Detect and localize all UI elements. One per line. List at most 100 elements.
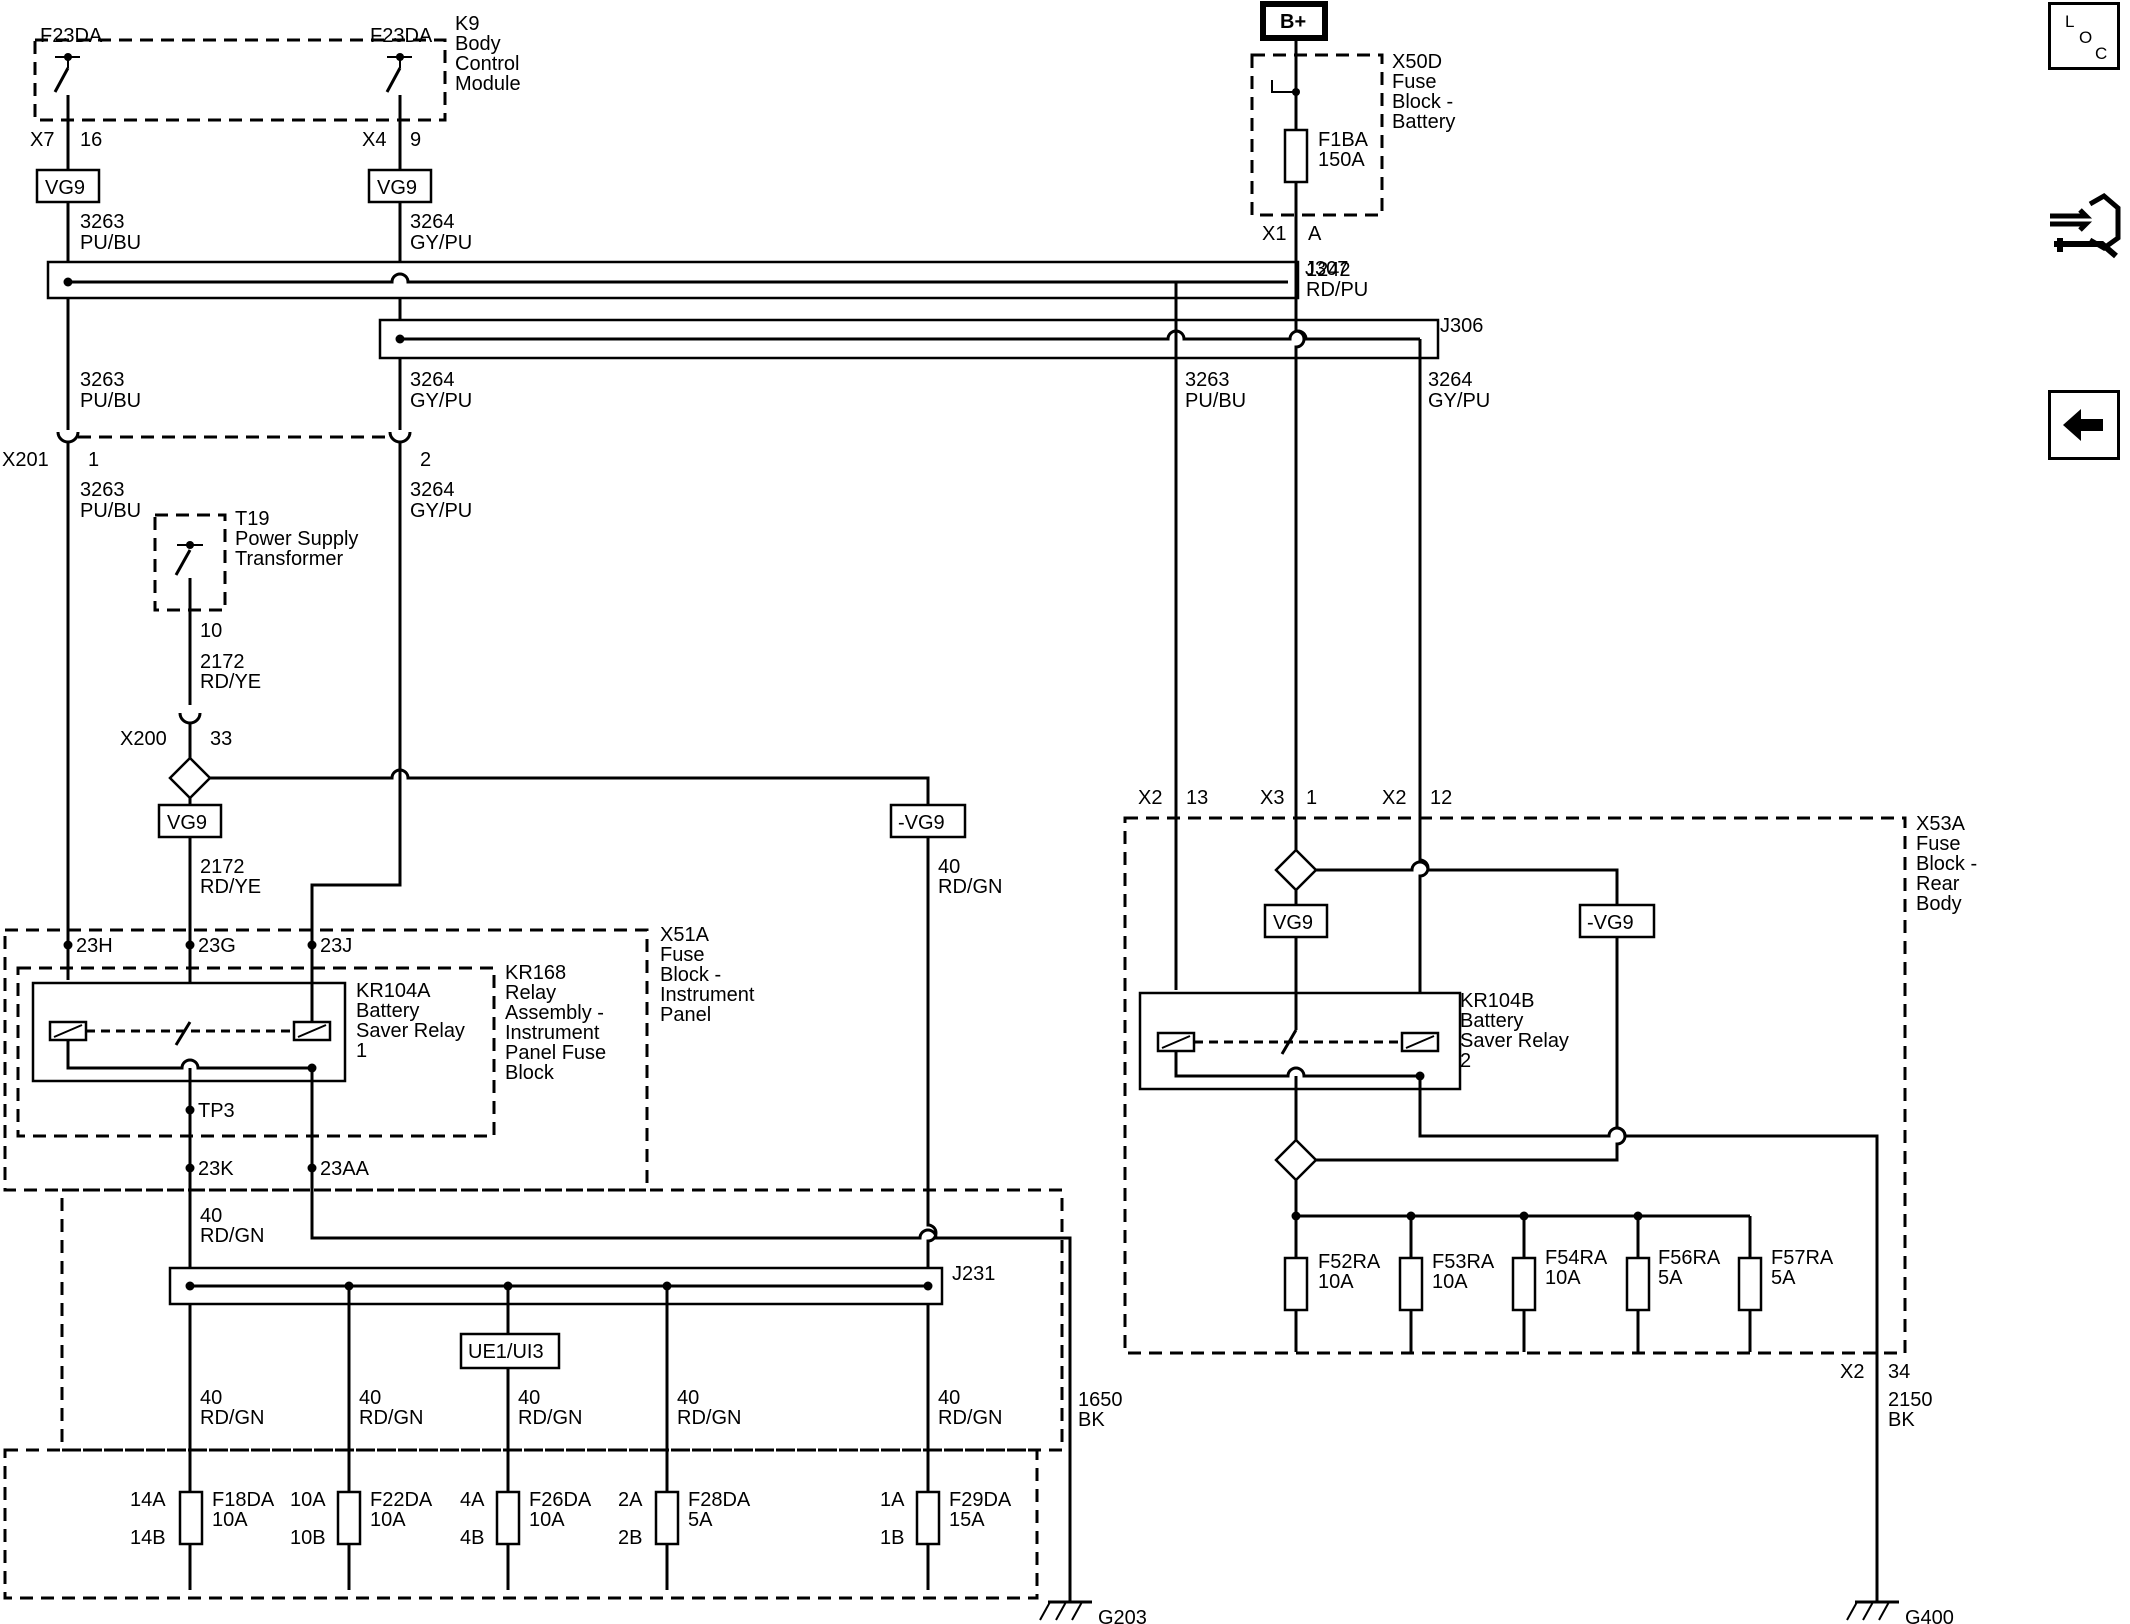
connector-end-view-button[interactable]	[2046, 186, 2126, 276]
bplus-label: B+	[1280, 11, 1306, 33]
label-x1: X1	[1262, 223, 1286, 245]
svg-text:10A: 10A	[370, 1509, 406, 1531]
label-x50d: X50D Fuse Block - Battery	[1392, 51, 1459, 133]
label-pin10: 10	[200, 620, 222, 642]
svg-text:10A: 10A	[1545, 1267, 1581, 1289]
svg-text:F53RA: F53RA	[1432, 1251, 1495, 1273]
label-pinA: A	[1308, 223, 1322, 245]
svg-text:O: O	[2079, 28, 2092, 47]
svg-text:F56RA: F56RA	[1658, 1247, 1721, 1269]
back-button[interactable]	[2048, 390, 2120, 460]
svg-text:1B: 1B	[880, 1527, 904, 1549]
label-x4: X4	[362, 129, 386, 151]
fuse-f56ra: F56RA 5A	[1625, 1247, 1721, 1312]
label-23g: 23G	[198, 935, 236, 957]
diode-node-left	[168, 756, 212, 800]
kr168-box	[16, 966, 496, 1138]
vg9-label-3: VG9	[167, 812, 207, 834]
label-kr104b: KR104B Battery Saver Relay 2	[1460, 990, 1575, 1072]
label-j306: J306	[1440, 315, 1483, 337]
svg-text:10A: 10A	[290, 1489, 326, 1511]
nvg9-box-1	[889, 803, 967, 839]
svg-text:F57RA: F57RA	[1771, 1247, 1834, 1269]
fuse-f29da: 1A 1B F29DA 15A	[880, 1489, 1012, 1549]
bcm-switch-1	[53, 53, 80, 120]
svg-text:2B: 2B	[618, 1527, 642, 1549]
svg-text:5A: 5A	[1771, 1267, 1796, 1289]
svg-text:10A: 10A	[529, 1509, 565, 1531]
label-x2-c: X2	[1840, 1361, 1864, 1383]
label-23j: 23J	[320, 935, 352, 957]
label-kr168: KR168 Relay Assembly - Instrument Panel …	[505, 962, 612, 1084]
fuse-f54ra: F54RA 10A	[1511, 1247, 1608, 1312]
label-k9: K9 Body Control Module	[455, 13, 525, 95]
vg9-label-4: VG9	[1273, 912, 1313, 934]
label-t19: T19 Power Supply Transformer	[235, 508, 364, 570]
diode-node-right-top	[1274, 848, 1318, 892]
svg-text:10A: 10A	[1432, 1271, 1468, 1293]
svg-text:F26DA: F26DA	[529, 1489, 592, 1511]
label-x201: X201	[2, 449, 49, 471]
svg-text:F52RA: F52RA	[1318, 1251, 1381, 1273]
label-pin34: 34	[1888, 1361, 1910, 1383]
label-pin2: 2	[420, 449, 431, 471]
nvg9-label-1: -VG9	[898, 812, 945, 834]
label-x2-b: X2	[1382, 787, 1406, 809]
wire-1650	[310, 1068, 1072, 1590]
x53a-box	[1123, 816, 1907, 1355]
svg-text:4A: 4A	[460, 1489, 485, 1511]
svg-text:L: L	[2065, 12, 2074, 31]
vg9-box-3	[157, 803, 223, 839]
battery-stud	[1271, 80, 1296, 93]
fuse-f53ra: F53RA 10A	[1398, 1251, 1495, 1312]
label-f23da-2: F23DA	[370, 25, 433, 47]
fuse-f28da: 2A 2B F28DA 5A	[618, 1489, 751, 1549]
x50d-box	[1250, 53, 1384, 217]
label-f23da-1: F23DA	[40, 25, 103, 47]
loc-icon: L O C	[2065, 12, 2107, 63]
x200-connector	[178, 712, 202, 725]
svg-text:F54RA: F54RA	[1545, 1247, 1608, 1269]
nvg9-label-2: -VG9	[1587, 912, 1634, 934]
fuse-f18da: 14A 14B F18DA 10A	[130, 1489, 275, 1549]
label-x200: X200	[120, 728, 167, 750]
svg-text:10B: 10B	[290, 1527, 326, 1549]
svg-text:F18DA: F18DA	[212, 1489, 275, 1511]
ground-g203: G203	[1039, 1590, 1147, 1624]
loc-button[interactable]: L O C	[2048, 2, 2120, 70]
x201-connector-1	[56, 431, 80, 444]
ue1-ui3-box	[459, 1332, 561, 1370]
label-23h: 23H	[76, 935, 113, 957]
fuse-f57ra: F57RA 5A	[1737, 1247, 1834, 1312]
wire-3264-right	[1418, 339, 1430, 1070]
svg-text:G203: G203	[1098, 1607, 1147, 1624]
ground-g400: G400	[1846, 1590, 1954, 1624]
label-j231: J231	[952, 1263, 995, 1285]
label-tp3: TP3	[198, 1100, 235, 1122]
svg-text:4B: 4B	[460, 1527, 484, 1549]
svg-text:5A: 5A	[1658, 1267, 1683, 1289]
label-pin33: 33	[210, 728, 232, 750]
wire-1242	[1294, 215, 1306, 855]
label-x7: X7	[30, 129, 54, 151]
vg9-label-2: VG9	[377, 177, 417, 199]
label-pin13: 13	[1186, 787, 1208, 809]
wire-3264-left	[398, 202, 410, 430]
svg-text:G400: G400	[1905, 1607, 1954, 1624]
fuse-f26da: 4A 4B F26DA 10A	[460, 1489, 592, 1549]
